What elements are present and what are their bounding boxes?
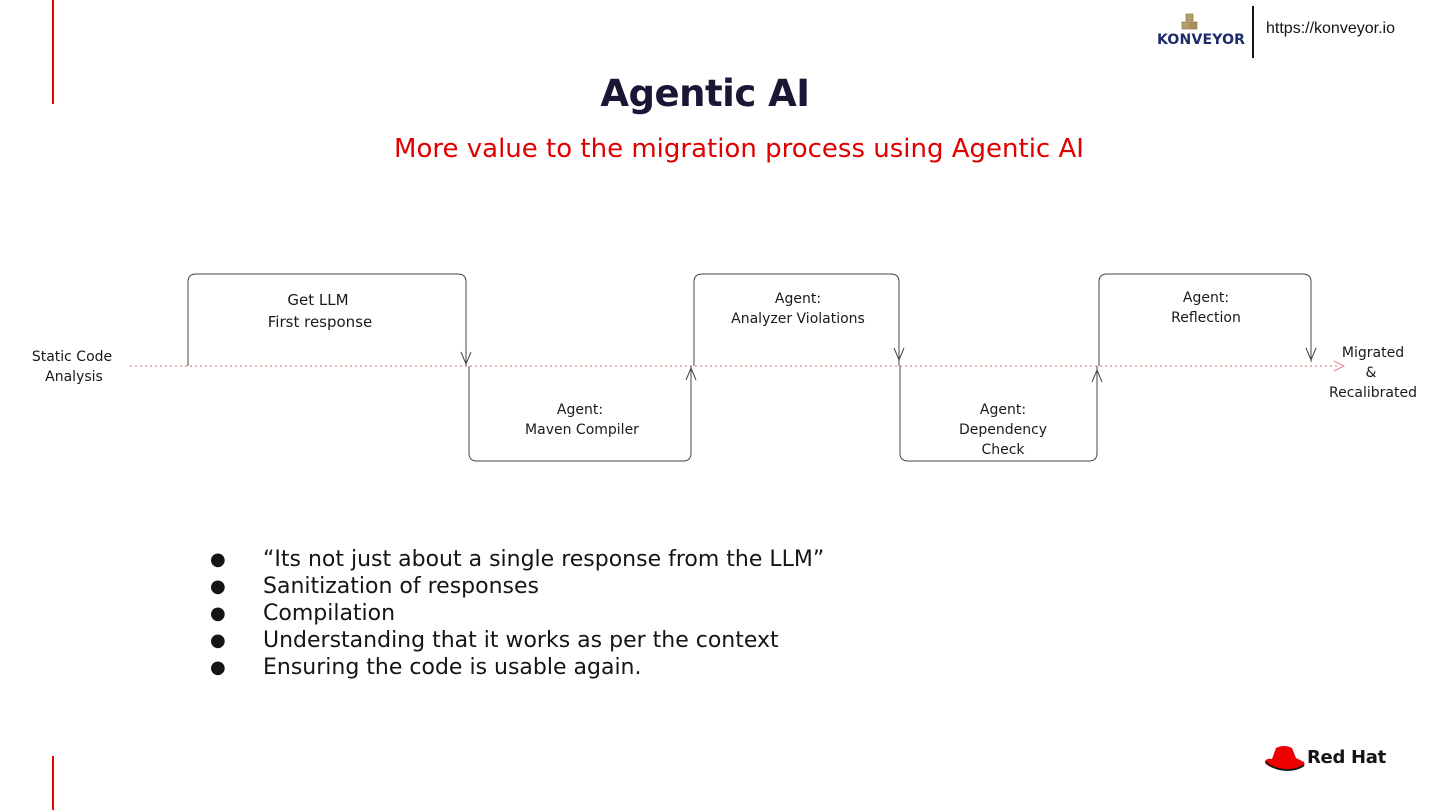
step-box-analyzer-violations bbox=[693, 273, 900, 366]
bullet-dot-icon: ● bbox=[210, 603, 226, 624]
step-label-get-llm-line-1: Get LLM bbox=[287, 291, 348, 309]
step-label-maven-line-2: Maven Compiler bbox=[525, 422, 639, 438]
konveyor-logo-text: KONVEYOR bbox=[1157, 32, 1246, 48]
end-label-line-1: Migrated bbox=[1342, 345, 1404, 361]
bullet-list: ● “Its not just about a single response f… bbox=[210, 546, 824, 681]
step-label-maven-line-1: Agent: bbox=[557, 402, 603, 418]
header-divider bbox=[1252, 6, 1254, 58]
step-label-analyzer-line-1: Agent: bbox=[775, 291, 821, 307]
step-arrow-analyzer-violations bbox=[893, 347, 905, 362]
konveyor-url[interactable]: https://konveyor.io bbox=[1266, 20, 1395, 37]
bullet-item: ● Compilation bbox=[210, 600, 824, 627]
bullet-text: Compilation bbox=[263, 601, 396, 626]
step-box-maven-compiler bbox=[468, 366, 692, 462]
start-label-line-1: Static Code bbox=[32, 349, 112, 365]
slide-subtitle: More value to the migration process usin… bbox=[394, 134, 1084, 164]
step-label-get-llm-line-2: First response bbox=[268, 313, 372, 331]
slide-title: Agentic AI bbox=[600, 72, 810, 115]
step-label-dependency-line-2: Dependency bbox=[959, 422, 1047, 438]
bullet-item: ● Understanding that it works as per the … bbox=[210, 627, 824, 654]
redhat-hat-icon bbox=[1264, 746, 1305, 771]
step-arrow-maven-compiler bbox=[685, 366, 697, 381]
step-box-dependency-check bbox=[899, 366, 1098, 462]
left-accent-rule-top bbox=[52, 0, 54, 104]
bullet-text: Understanding that it works as per the c… bbox=[263, 628, 779, 653]
flow-end-arrowhead bbox=[1333, 360, 1346, 372]
bullet-item: ● “Its not just about a single response f… bbox=[210, 546, 824, 573]
end-label-line-2: & bbox=[1366, 365, 1377, 381]
step-arrow-reflection bbox=[1305, 347, 1317, 362]
step-arrow-get-llm bbox=[460, 351, 472, 366]
left-accent-rule-bottom bbox=[52, 756, 54, 810]
bullet-text: Ensuring the code is usable again. bbox=[263, 655, 642, 680]
bullet-dot-icon: ● bbox=[210, 630, 226, 651]
step-box-get-llm bbox=[187, 273, 467, 366]
redhat-logo-text: Red Hat bbox=[1307, 747, 1386, 768]
bullet-item: ● Ensuring the code is usable again. bbox=[210, 654, 824, 681]
step-label-analyzer-line-2: Analyzer Violations bbox=[731, 311, 865, 327]
bullet-dot-icon: ● bbox=[210, 549, 226, 570]
step-label-reflection-line-2: Reflection bbox=[1171, 310, 1241, 326]
step-label-dependency-line-1: Agent: bbox=[980, 402, 1026, 418]
step-label-dependency-line-3: Check bbox=[981, 442, 1025, 458]
bullet-text: Sanitization of responses bbox=[263, 574, 539, 599]
bullet-item: ● Sanitization of responses bbox=[210, 573, 824, 600]
konveyor-logo-icon bbox=[1181, 13, 1198, 30]
start-label-line-2: Analysis bbox=[45, 369, 103, 385]
step-arrow-dependency-check bbox=[1091, 368, 1103, 383]
bullet-dot-icon: ● bbox=[210, 657, 226, 678]
step-label-reflection-line-1: Agent: bbox=[1183, 290, 1229, 306]
step-box-reflection bbox=[1098, 273, 1312, 366]
bullet-text: “Its not just about a single response fr… bbox=[263, 547, 825, 572]
end-label-line-3: Recalibrated bbox=[1329, 385, 1417, 401]
bullet-dot-icon: ● bbox=[210, 576, 226, 597]
